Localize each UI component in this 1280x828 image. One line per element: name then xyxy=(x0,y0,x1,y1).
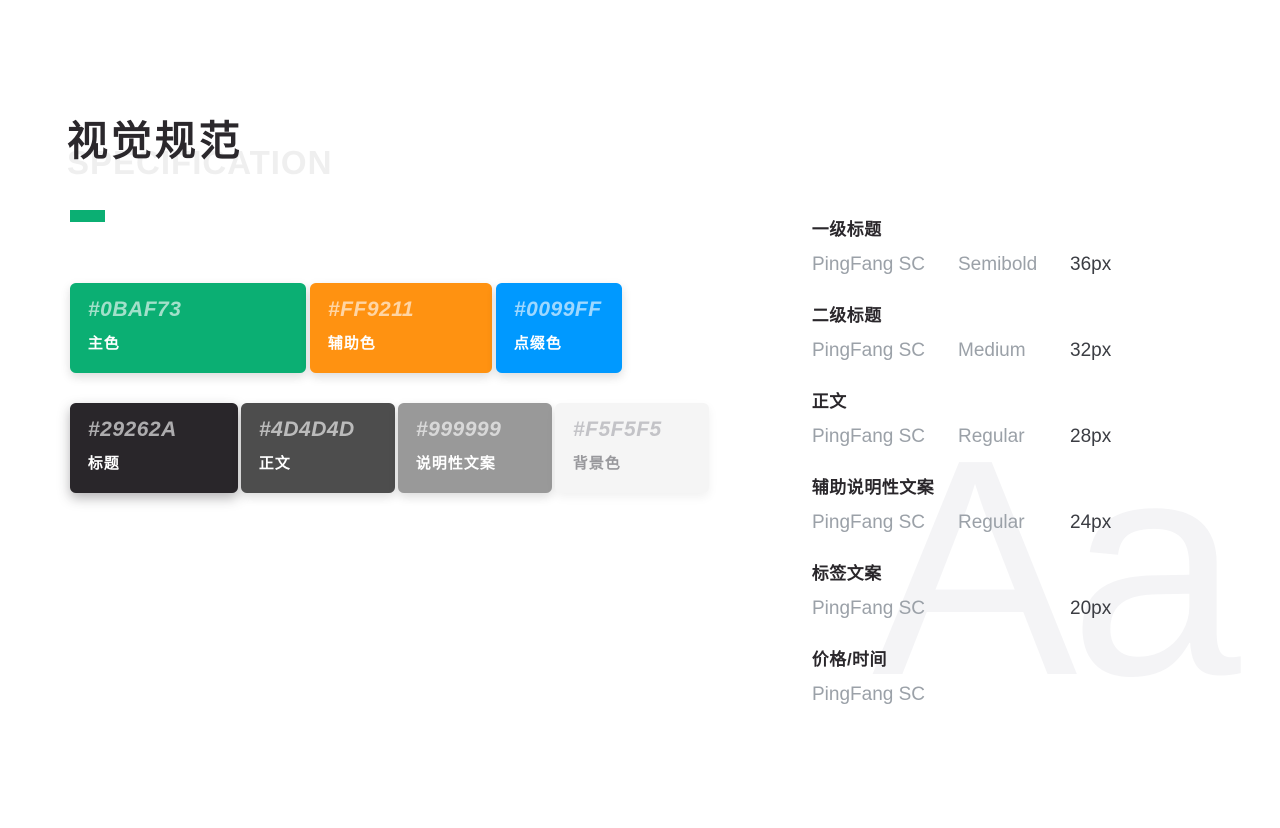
color-hex: #999999 xyxy=(416,418,502,441)
typo-font: PingFang SC xyxy=(812,512,926,533)
page-title: 视觉规范 xyxy=(67,118,243,164)
color-card-caption-text: #999999 说明性文案 xyxy=(398,403,552,493)
color-label: 主色 xyxy=(88,335,121,352)
color-label: 背景色 xyxy=(573,455,622,472)
color-label: 说明性文案 xyxy=(416,455,497,472)
color-card-secondary: #FF9211 辅助色 xyxy=(310,283,492,373)
typo-weight: Regular xyxy=(958,426,1025,447)
typo-weight: Medium xyxy=(958,340,1026,361)
color-hex: #F5F5F5 xyxy=(573,418,662,441)
watermark-aa: Aa xyxy=(872,396,1241,740)
color-label: 标题 xyxy=(88,455,121,472)
typography-spec-list: 一级标题 PingFang SC Semibold 36px 二级标题 Ping… xyxy=(812,220,1111,736)
color-card-primary: #0BAF73 主色 xyxy=(70,283,306,373)
typo-size: 36px xyxy=(1070,254,1112,275)
color-hex: #FF9211 xyxy=(328,298,414,321)
typo-label: 二级标题 xyxy=(812,306,882,325)
typo-size: 24px xyxy=(1070,512,1112,533)
color-label: 辅助色 xyxy=(328,335,377,352)
color-hex: #4D4D4D xyxy=(259,418,355,441)
typo-font: PingFang SC xyxy=(812,340,926,361)
accent-bar xyxy=(70,210,105,222)
typo-row-h1: 一级标题 PingFang SC Semibold 36px xyxy=(812,220,1111,276)
typo-size: 32px xyxy=(1070,340,1112,361)
typo-row-h2: 二级标题 PingFang SC Medium 32px xyxy=(812,306,1111,362)
color-palette: #0BAF73 主色 #FF9211 辅助色 #0099FF 点缀色 #2926… xyxy=(70,283,709,493)
typo-label: 正文 xyxy=(812,392,847,411)
color-card-background: #F5F5F5 背景色 xyxy=(555,403,709,493)
typo-row-body: 正文 PingFang SC Regular 28px xyxy=(812,392,1111,448)
color-hex: #0099FF xyxy=(514,298,602,321)
typo-label: 标签文案 xyxy=(812,564,882,583)
color-card-body-text: #4D4D4D 正文 xyxy=(241,403,395,493)
primary-color-row: #0BAF73 主色 #FF9211 辅助色 #0099FF 点缀色 xyxy=(70,283,709,373)
typo-weight xyxy=(958,684,1070,706)
typo-weight xyxy=(958,598,1070,620)
typo-weight: Semibold xyxy=(958,254,1038,275)
typo-size: 20px xyxy=(1070,598,1112,619)
typo-font: PingFang SC xyxy=(812,254,926,275)
color-card-accent: #0099FF 点缀色 xyxy=(496,283,622,373)
color-hex: #29262A xyxy=(88,418,177,441)
color-card-title-text: #29262A 标题 xyxy=(70,403,238,493)
typo-row-tag: 标签文案 PingFang SC 20px xyxy=(812,564,1111,620)
typo-font: PingFang SC xyxy=(812,684,926,705)
typo-label: 辅助说明性文案 xyxy=(812,478,935,497)
typo-label: 一级标题 xyxy=(812,220,882,239)
typo-size: 28px xyxy=(1070,426,1112,447)
typo-weight: Regular xyxy=(958,512,1025,533)
typo-font: PingFang SC xyxy=(812,426,926,447)
page-subtitle-en: SPECIFICATION xyxy=(67,144,333,181)
typo-font: PingFang SC xyxy=(812,598,926,619)
color-hex: #0BAF73 xyxy=(88,298,182,321)
color-label: 点缀色 xyxy=(514,335,563,352)
typo-row-aux-caption: 辅助说明性文案 PingFang SC Regular 24px xyxy=(812,478,1111,534)
typo-row-price-time: 价格/时间 PingFang SC xyxy=(812,650,1111,706)
color-label: 正文 xyxy=(259,455,292,472)
neutral-color-row: #29262A 标题 #4D4D4D 正文 #999999 说明性文案 #F5F… xyxy=(70,403,709,493)
typo-label: 价格/时间 xyxy=(812,650,888,669)
